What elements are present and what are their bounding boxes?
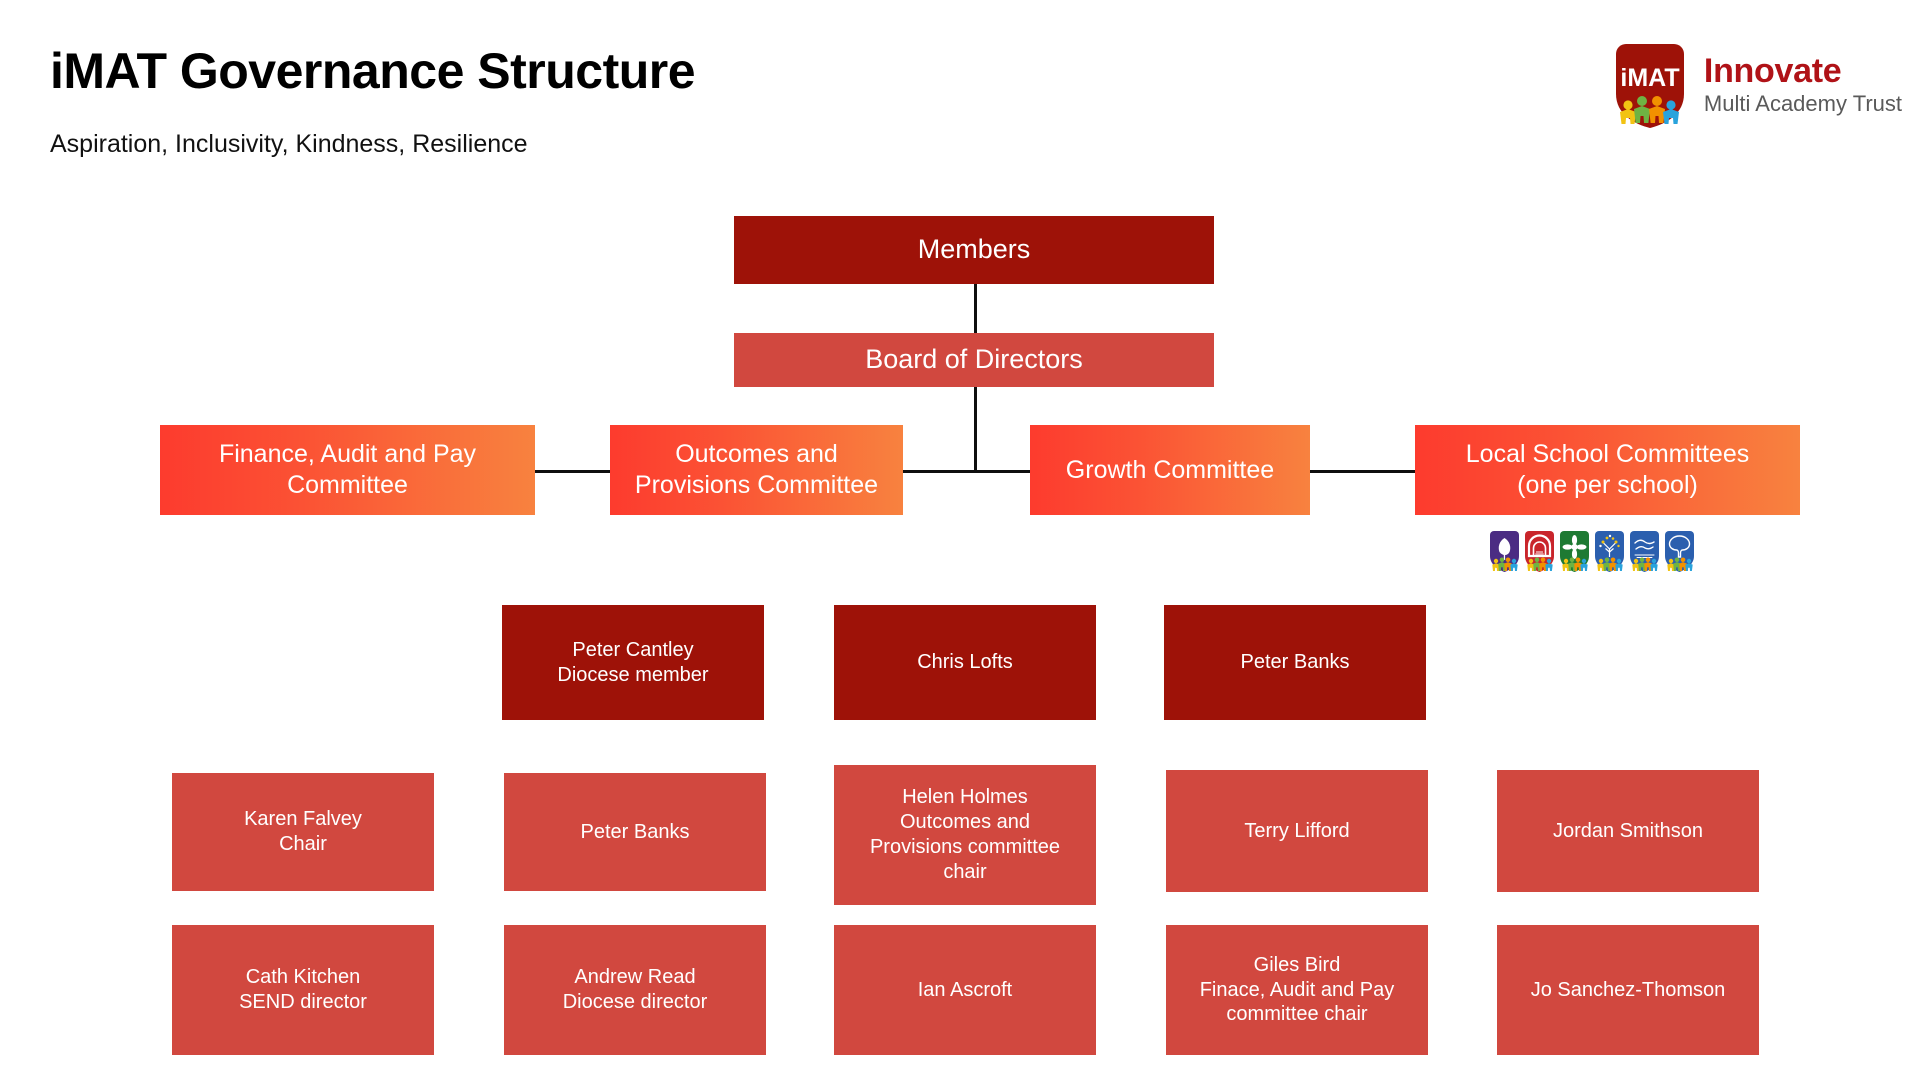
imat-shield-icon: iMAT <box>1610 42 1690 130</box>
karen-falvey-line-1: Karen Falvey <box>244 808 362 831</box>
terry-lifford-label: Terry Lifford <box>1244 819 1350 842</box>
node-jordan-smithson[interactable]: Jordan Smithson <box>1497 770 1759 892</box>
node-terry-lifford[interactable]: Terry Lifford <box>1166 770 1428 892</box>
node-growth-committee[interactable]: Growth Committee <box>1030 425 1310 515</box>
crest-leaf-icon <box>1490 531 1519 572</box>
connector-board-bus <box>974 387 977 472</box>
node-chris-lofts[interactable]: Chris Lofts <box>834 605 1096 720</box>
helen-holmes-line-3: Provisions committee <box>869 836 1061 858</box>
node-outcomes-provisions-committee[interactable]: Outcomes and Provisions Committee <box>610 425 903 515</box>
node-giles-bird[interactable]: Giles Bird Finace, Audit and Pay committ… <box>1166 925 1428 1055</box>
crest-tunnel-icon <box>1525 531 1554 572</box>
andrew-read-line-1: Andrew Read <box>574 966 696 989</box>
node-peter-cantley[interactable]: Peter Cantley Diocese member <box>502 605 764 720</box>
logo-brand-name: Innovate <box>1703 52 1842 91</box>
logo-wordmark: Innovate Multi Academy Trust <box>1704 54 1902 117</box>
node-peter-banks-row-a[interactable]: Peter Banks <box>504 773 766 891</box>
local-committees-line-2: (one per school) <box>1517 471 1698 499</box>
node-peter-banks-directors[interactable]: Peter Banks <box>1164 605 1426 720</box>
helen-holmes-line-4: chair <box>943 860 987 883</box>
node-cath-kitchen[interactable]: Cath Kitchen SEND director <box>172 925 434 1055</box>
growth-committee-label: Growth Committee <box>1065 455 1275 484</box>
page-title: iMAT Governance Structure <box>50 43 696 99</box>
svg-text:iMAT: iMAT <box>1620 64 1679 92</box>
giles-bird-line-1: Giles Bird <box>1253 953 1341 976</box>
node-members[interactable]: Members <box>734 216 1214 284</box>
outcomes-committee-line-2: Provisions Committee <box>634 471 879 499</box>
helen-holmes-line-2: Outcomes and <box>899 811 1031 834</box>
giles-bird-line-2: Finace, Audit and Pay <box>1199 978 1395 1001</box>
chris-lofts-label: Chris Lofts <box>917 651 1013 674</box>
ian-ascroft-label: Ian Ascroft <box>917 978 1013 1001</box>
connector-members-board <box>974 284 977 333</box>
imat-logo: iMAT Innovate Multi Academy Trust <box>1610 42 1902 130</box>
connector-committee-bus-right <box>1310 470 1415 473</box>
crest-flower-icon <box>1560 531 1589 572</box>
node-finance-audit-pay-committee[interactable]: Finance, Audit and Pay Committee <box>160 425 535 515</box>
local-committees-line-1: Local School Committees <box>1465 440 1750 468</box>
crest-blossom-tree-icon <box>1595 531 1624 572</box>
peter-cantley-line-2: Diocese member <box>557 663 709 686</box>
karen-falvey-line-2: Chair <box>279 833 327 855</box>
node-local-school-committees[interactable]: Local School Committees (one per school) <box>1415 425 1800 515</box>
jordan-smithson-label: Jordan Smithson <box>1552 819 1704 842</box>
cath-kitchen-line-1: Cath Kitchen <box>245 966 361 989</box>
connector-committee-bus-left <box>535 470 610 473</box>
node-ian-ascroft[interactable]: Ian Ascroft <box>834 925 1096 1055</box>
node-members-label: Members <box>917 234 1031 265</box>
finance-committee-line-2: Committee <box>287 471 408 499</box>
node-helen-holmes[interactable]: Helen Holmes Outcomes and Provisions com… <box>834 765 1096 905</box>
giles-bird-line-3: committee chair <box>1226 1003 1368 1026</box>
crest-oak-icon <box>1665 531 1694 572</box>
peter-banks-mid-label: Peter Banks <box>580 820 690 843</box>
crest-birds-icon <box>1630 531 1659 572</box>
outcomes-committee-line-1: Outcomes and <box>675 440 838 468</box>
node-jo-sanchez-thomson[interactable]: Jo Sanchez-Thomson <box>1497 925 1759 1055</box>
jo-sanchez-thomson-label: Jo Sanchez-Thomson <box>1530 978 1726 1001</box>
andrew-read-line-2: Diocese director <box>562 991 708 1013</box>
connector-committee-bus-mid <box>903 470 1030 473</box>
page-subtitle: Aspiration, Inclusivity, Kindness, Resil… <box>50 130 528 158</box>
node-board-of-directors[interactable]: Board of Directors <box>734 333 1214 387</box>
peter-cantley-line-1: Peter Cantley <box>572 638 694 661</box>
node-andrew-read[interactable]: Andrew Read Diocese director <box>504 925 766 1055</box>
logo-brand-tagline: Multi Academy Trust <box>1703 91 1902 117</box>
node-karen-falvey[interactable]: Karen Falvey Chair <box>172 773 434 891</box>
school-crests <box>1489 530 1695 573</box>
helen-holmes-line-1: Helen Holmes <box>902 786 1028 809</box>
finance-committee-line-1: Finance, Audit and Pay <box>218 440 477 468</box>
peter-banks-top-label: Peter Banks <box>1240 651 1350 674</box>
cath-kitchen-line-2: SEND director <box>239 991 367 1013</box>
node-board-label: Board of Directors <box>865 344 1083 375</box>
